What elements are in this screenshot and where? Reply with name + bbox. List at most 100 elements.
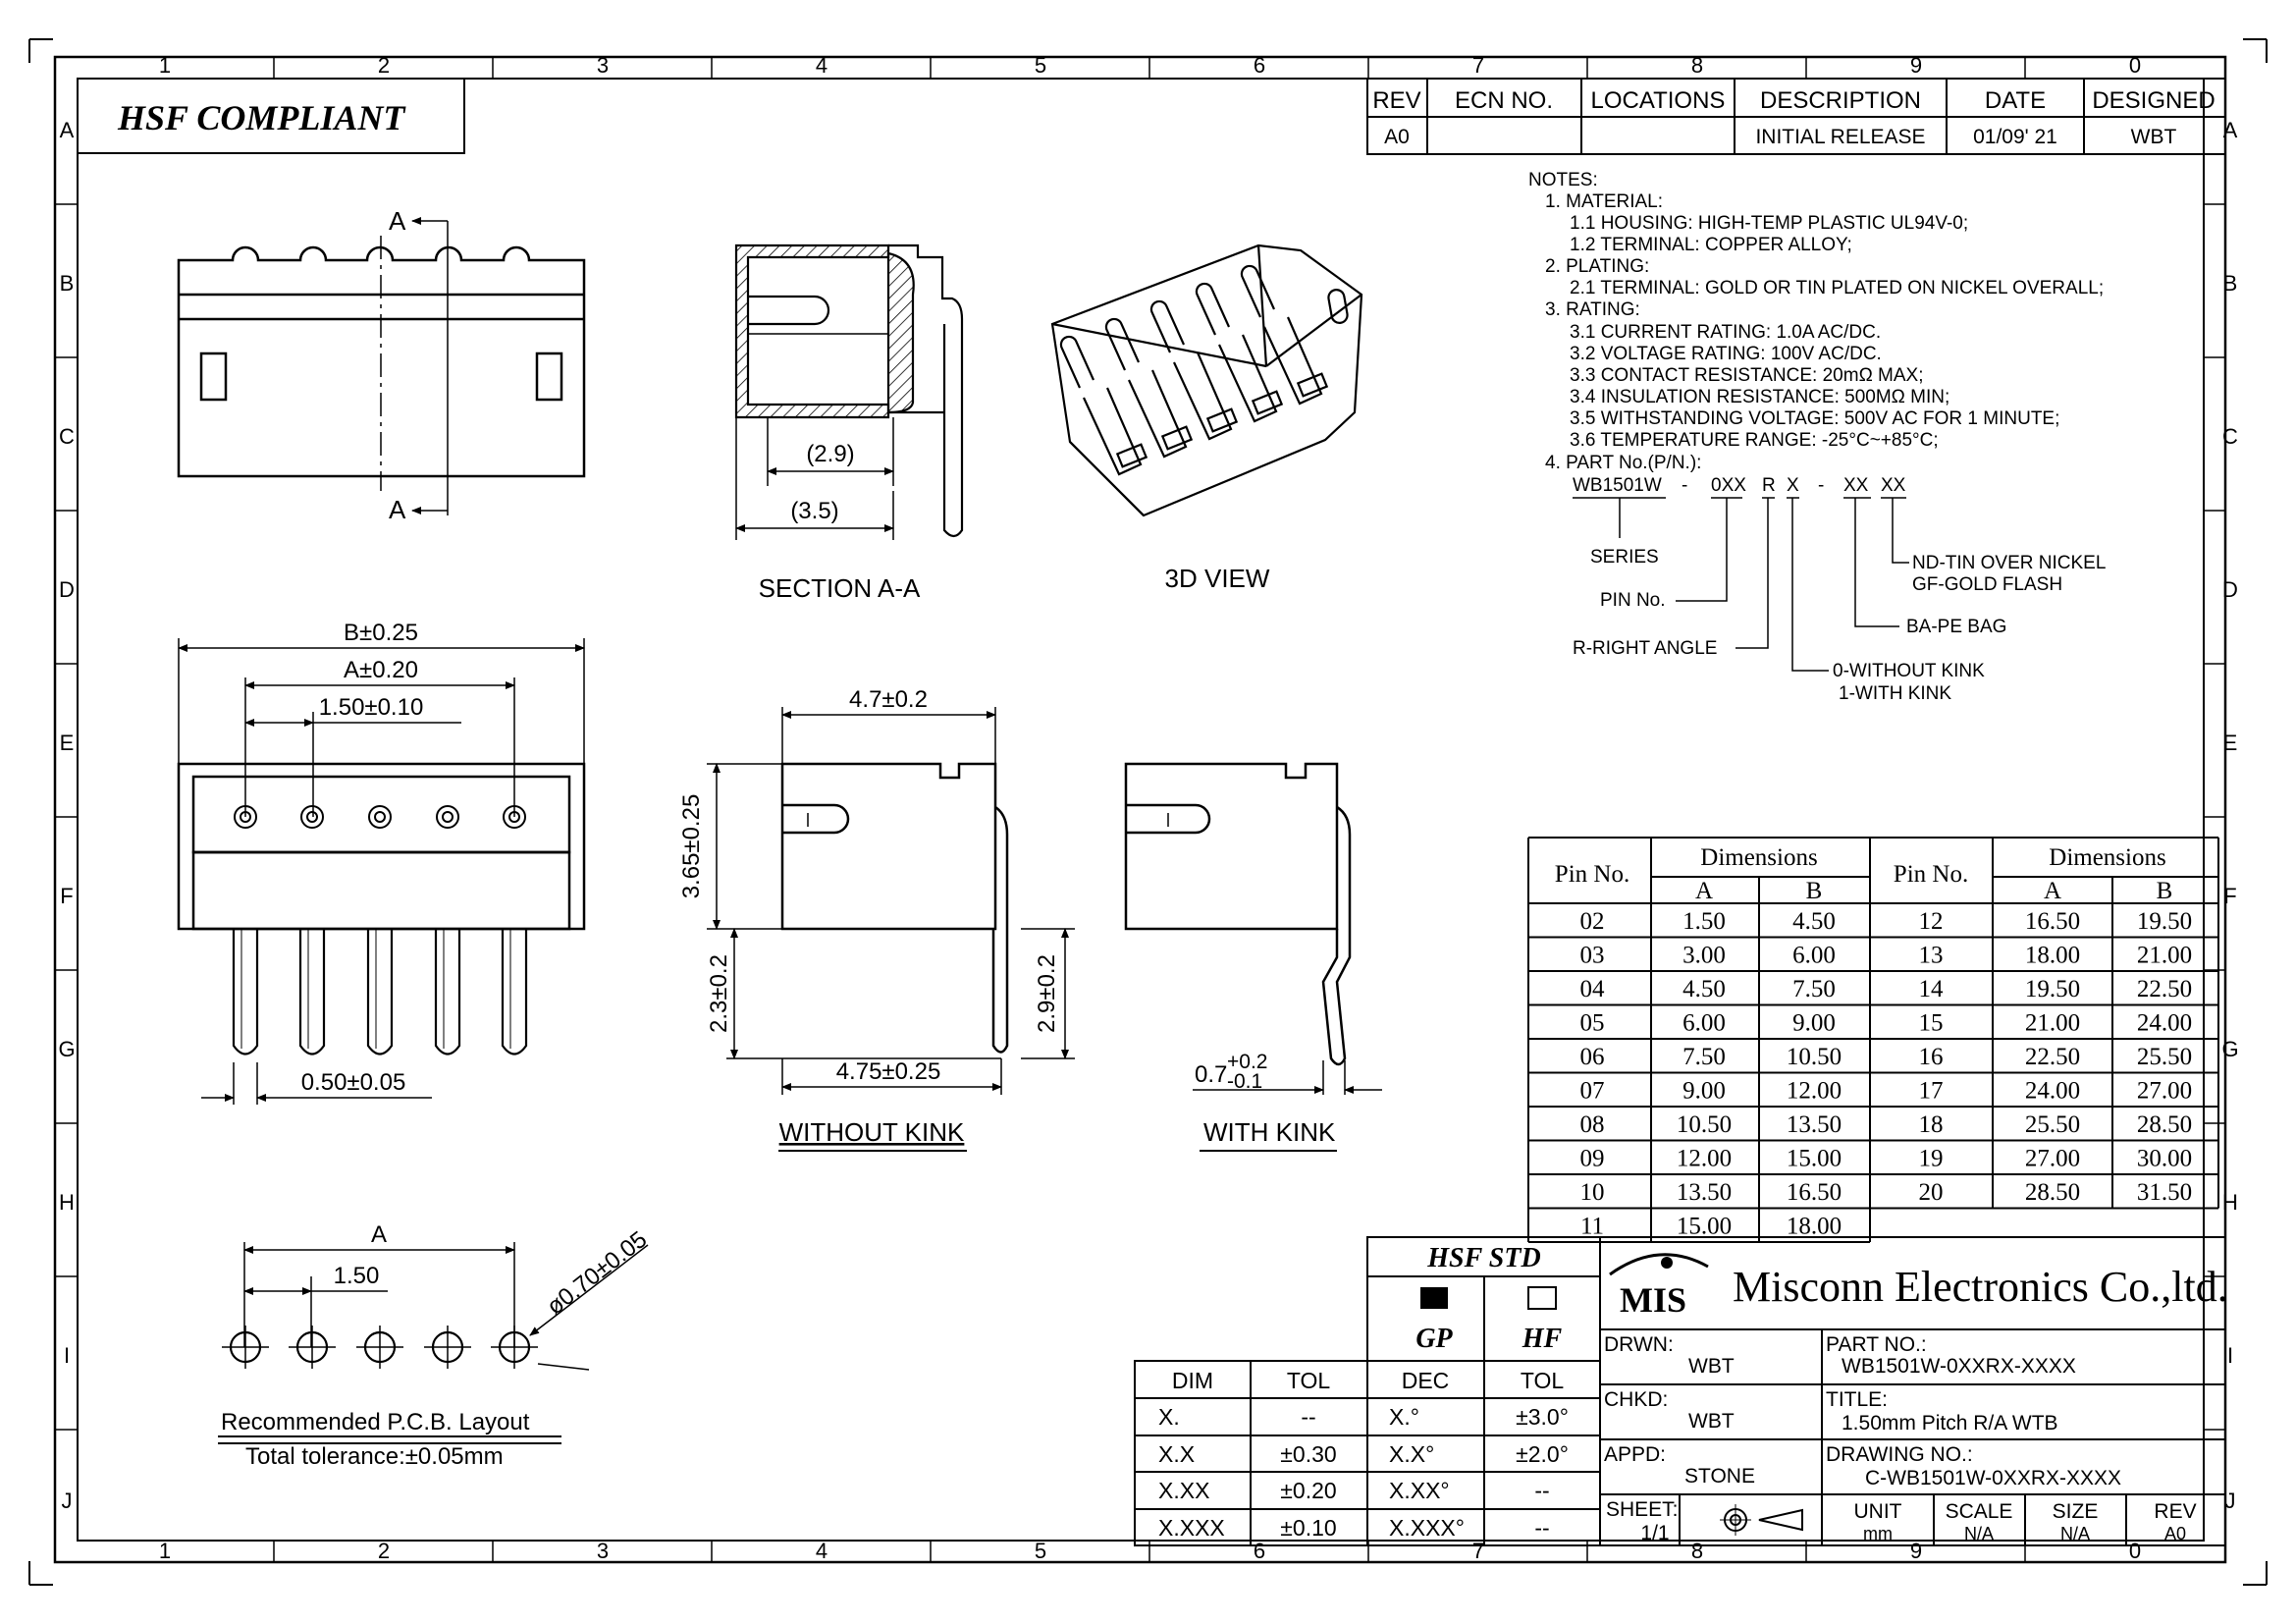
dim-table-cell: 19 [1919, 1146, 1944, 1172]
frame-row-label: E [2223, 731, 2238, 755]
frame-column-label: 5 [1035, 53, 1046, 78]
dim-table-cell: 13.50 [1677, 1179, 1732, 1206]
frame-row-label: D [59, 577, 75, 602]
dim-table-cell: 25.50 [2025, 1111, 2080, 1138]
unit-value: mm [1863, 1524, 1893, 1543]
hsf-dec-cell: X.XXX° [1389, 1515, 1465, 1541]
sheet-value: 1/1 [1640, 1522, 1669, 1544]
description-header: DESCRIPTION [1760, 87, 1921, 114]
dim-table-cell: 06 [1580, 1044, 1605, 1070]
dim-table-cell: 14 [1919, 976, 1945, 1002]
dim-table-cell: 24.00 [2137, 1010, 2192, 1037]
dimension-table: Pin No. Dimensions A B Pin No. Dimension… [1527, 837, 2219, 1243]
dim-table-cell: 11 [1580, 1214, 1604, 1240]
logo-text: MIS [1620, 1280, 1686, 1320]
dim-table-cell: 28.50 [2137, 1111, 2192, 1138]
section-a-a-label: SECTION A-A [759, 573, 921, 603]
pcb-layout: A 1.50 ø0.70±0.05 Recommended P.C.B. Lay… [218, 1221, 652, 1470]
pn-series-code: WB1501W [1573, 475, 1662, 496]
frame-row-label: G [2221, 1037, 2238, 1061]
dim-table-cell: 1.50 [1682, 908, 1726, 935]
frame-row-label: H [2222, 1190, 2238, 1215]
dim-table-cell: 27.00 [2025, 1146, 2080, 1172]
dim-table-cell: 21.00 [2025, 1010, 2080, 1037]
hsf-tol-header: TOL [1521, 1368, 1565, 1393]
terminal-pin [434, 929, 461, 1056]
frame-row-label: I [2227, 1343, 2233, 1368]
dim-table-cell: 12 [1919, 908, 1944, 935]
pn-dash: - [1682, 475, 1687, 496]
dim-table-cell: 10.50 [1787, 1044, 1842, 1070]
dim-table-cell: 21.00 [2137, 943, 2192, 969]
tol-dim-cell: X.XXX [1158, 1515, 1225, 1541]
dim-table-cell: 16 [1919, 1044, 1944, 1070]
mis-logo: MIS [1609, 1253, 1709, 1320]
dim-table-cell: 04 [1580, 976, 1606, 1002]
hf-checkbox-empty [1527, 1286, 1557, 1310]
dim-table-cell: 09 [1580, 1146, 1605, 1172]
note-line: 3. RATING: [1545, 299, 1640, 320]
rev-label: REV [2154, 1500, 2196, 1523]
dim-table-cell: 22.50 [2137, 976, 2192, 1002]
title-value: 1.50mm Pitch R/A WTB [1842, 1412, 2058, 1435]
pn-dash: - [1818, 475, 1824, 496]
dim-table-cell: 3.00 [1682, 943, 1726, 969]
hf-label: HF [1522, 1324, 1563, 1354]
3d-pin-tip [1115, 443, 1148, 468]
dim-table-cell: 13 [1919, 943, 1944, 969]
tol-dim-cell: X. [1158, 1404, 1180, 1430]
dim-kink-base: 0.7 [1195, 1061, 1227, 1088]
drawing-no-value: C-WB1501W-0XXRX-XXXX [1865, 1467, 2121, 1489]
frame-row-label: J [62, 1489, 73, 1513]
size-label: SIZE [2053, 1500, 2099, 1523]
dim-kink-plus: +0.2 [1227, 1051, 1267, 1073]
pn-packing-label: BA-PE BAG [1906, 617, 2006, 637]
note-line: 4. PART No.(P/N.): [1545, 453, 1701, 473]
frame-column-label: 9 [1910, 53, 1922, 78]
dim-table-pin-header-2: Pin No. [1894, 861, 1968, 888]
frame-row-label: J [2225, 1489, 2236, 1513]
hsf-tol-cell: ±2.0° [1516, 1441, 1569, 1467]
dim-a: A±0.20 [344, 657, 418, 683]
frame-column-label: 8 [1691, 1539, 1703, 1563]
chkd-label: CHKD: [1604, 1388, 1668, 1411]
dim-table-cell: 7.50 [1792, 976, 1836, 1002]
frame-row-label: A [2223, 118, 2238, 142]
frame-column-label: 8 [1691, 53, 1703, 78]
dim-table-cell: 18.00 [2025, 943, 2080, 969]
tol-value-cell: -- [1301, 1404, 1315, 1430]
frame-column-label: 2 [378, 1539, 390, 1563]
unit-label: UNIT [1854, 1500, 1902, 1523]
dim-table-dims-header-2: Dimensions [2049, 844, 2165, 871]
drwn-label: DRWN: [1604, 1333, 1674, 1356]
frame-column-label: 0 [2129, 53, 2141, 78]
3d-view: 3D VIEW [1050, 244, 1363, 593]
dim-table-cell: 7.50 [1682, 1044, 1726, 1070]
frame-column-label: 7 [1472, 53, 1484, 78]
tol-dim-cell: X.X [1158, 1441, 1195, 1467]
hsf-dec-header: DEC [1402, 1368, 1450, 1393]
hsf-dec-cell: X.° [1389, 1404, 1419, 1430]
appd-label: APPD: [1604, 1443, 1666, 1466]
tol-tol-header: TOL [1287, 1368, 1331, 1393]
pin-hole [436, 805, 459, 829]
terminal-pin [501, 929, 528, 1056]
3d-pin [1149, 299, 1186, 353]
pcb-tolerance-label: Total tolerance:±0.05mm [245, 1443, 504, 1470]
frame-column-label: 0 [2129, 1539, 2141, 1563]
scale-value: N/A [1964, 1524, 1994, 1543]
3d-pin [1104, 317, 1141, 371]
rev-header: REV [1372, 87, 1420, 114]
dim-table-cell: 4.50 [1682, 976, 1726, 1002]
dim-table-cell: 07 [1580, 1078, 1605, 1105]
frame-column-label: 2 [378, 53, 390, 78]
note-line: 2.1 TERMINAL: GOLD OR TIN PLATED ON NICK… [1570, 278, 2104, 298]
tol-value-cell: ±0.10 [1280, 1515, 1336, 1541]
frame-column-label: 5 [1035, 1539, 1046, 1563]
note-line: 3.5 WITHSTANDING VOLTAGE: 500V AC FOR 1 … [1570, 408, 2059, 429]
gp-label: GP [1415, 1324, 1453, 1354]
note-line: 3.3 CONTACT RESISTANCE: 20mΩ MAX; [1570, 365, 1924, 386]
pn-plating-code: XX [1881, 475, 1906, 496]
3d-pin-tip [1205, 407, 1239, 433]
